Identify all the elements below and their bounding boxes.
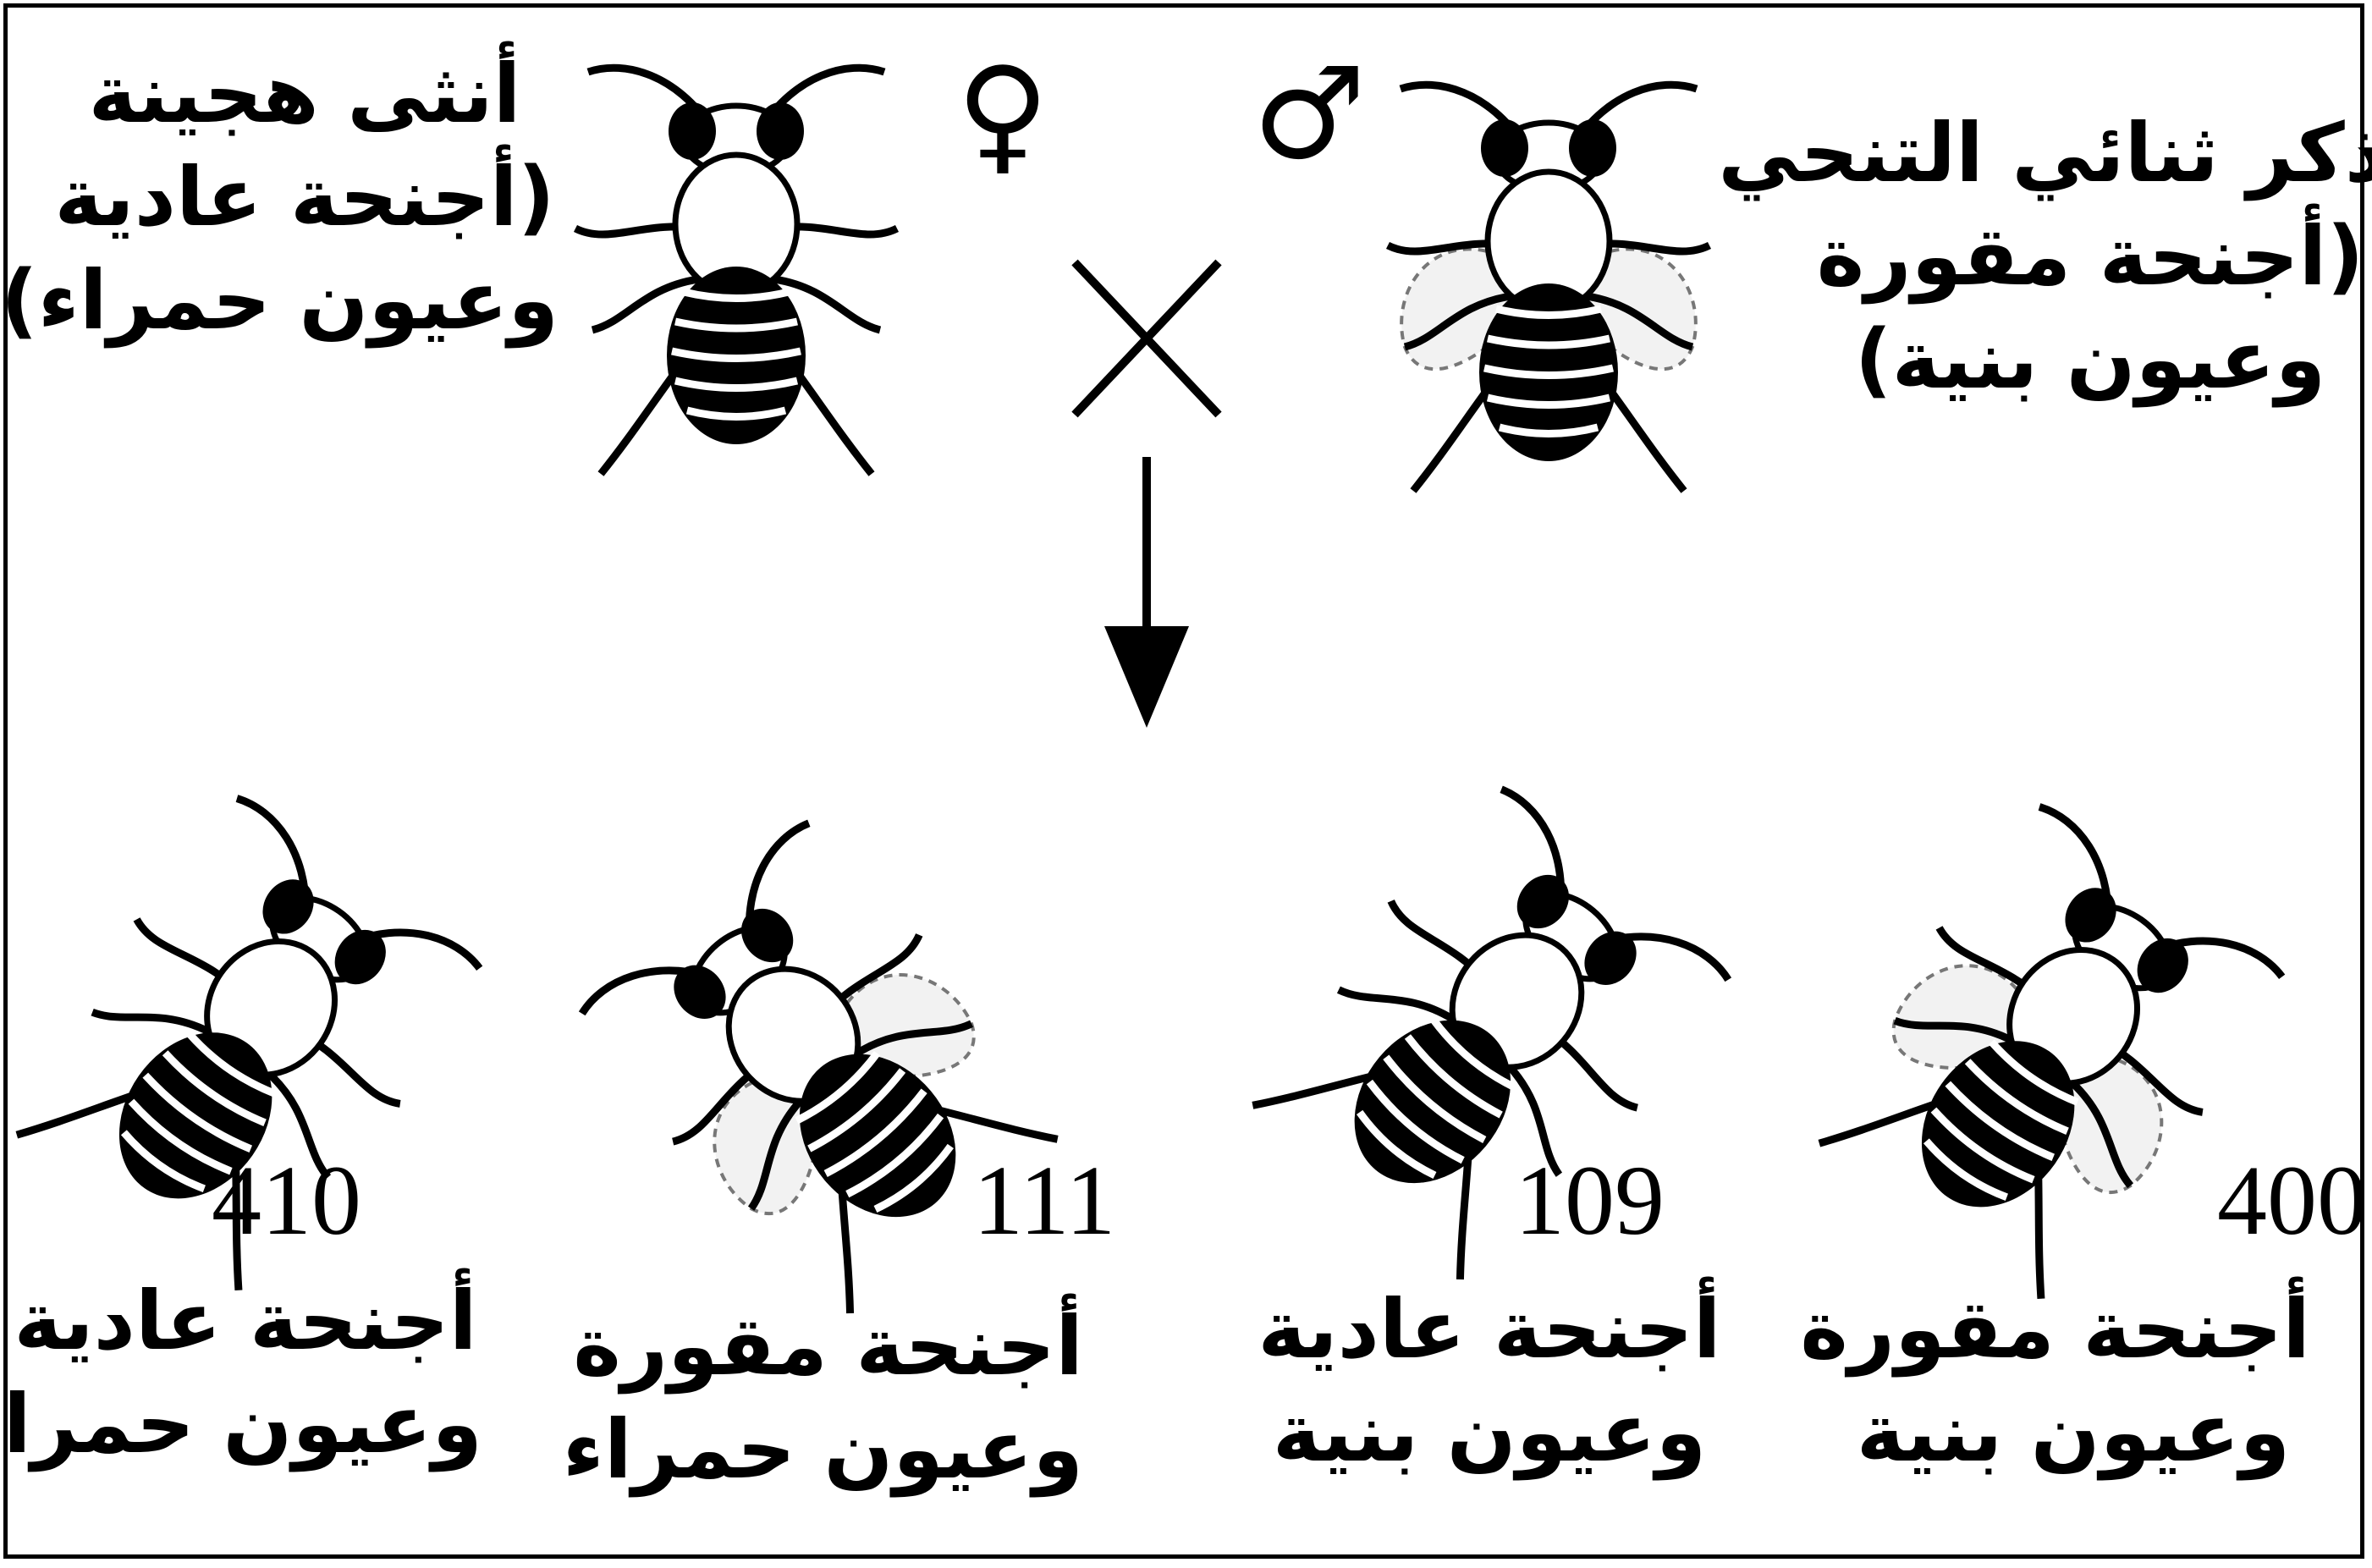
male-trait-line1: (أجنحة مقورة [1794,205,2372,308]
offspring-2-line1: أجنحة مقورة [609,1295,1083,1398]
offspring-3-line1: أجنحة عادية [1252,1278,1726,1381]
offspring-4-line1: أجنحة مقورة [1836,1278,2310,1381]
offspring-fly-3 [1498,1024,1499,1025]
male-title: ذكر ثنائي التنحي [1794,102,2372,205]
offspring-label-3: أجنحة عادية وعيون بنية [1252,1278,1726,1484]
female-trait-line2: وعيون حمراء) [51,249,559,352]
male-trait-line2: وعيون بنية) [1794,308,2372,411]
female-parent-fly [736,254,737,255]
female-parent-label: أنثى هجينة (أجنحة عادية وعيون حمراء) [51,42,559,352]
male-symbol: ♂ [1252,51,1366,178]
offspring-4-line2: وعيون بنية [1836,1381,2310,1484]
offspring-count-4: 400 [2217,1151,2367,1251]
male-parent-label: ذكر ثنائي التنحي (أجنحة مقورة وعيون بنية… [1794,102,2372,411]
offspring-fly-4 [2056,1041,2057,1042]
offspring-1-line2: وعيون حمراء [8,1373,482,1476]
offspring-fly-2 [812,1058,813,1059]
offspring-2-line2: وعيون حمراء [609,1398,1083,1501]
cross-symbol [1075,262,1227,423]
offspring-3-line2: وعيون بنية [1252,1381,1726,1484]
offspring-label-1: أجنحة عادية وعيون حمراء [8,1269,482,1476]
down-arrow [1100,457,1193,728]
offspring-count-2: 111 [973,1151,1115,1251]
offspring-label-4: أجنحة مقورة وعيون بنية [1836,1278,2310,1484]
offspring-count-1: 410 [212,1151,361,1251]
offspring-label-2: أجنحة مقورة وعيون حمراء [609,1295,1083,1501]
female-trait-line1: (أجنحة عادية [51,146,559,249]
female-title: أنثى هجينة [51,42,559,146]
offspring-1-line1: أجنحة عادية [8,1269,482,1373]
offspring-count-3: 109 [1515,1151,1665,1251]
offspring-fly-1 [254,1032,255,1033]
female-symbol: ♀ [956,51,1049,178]
